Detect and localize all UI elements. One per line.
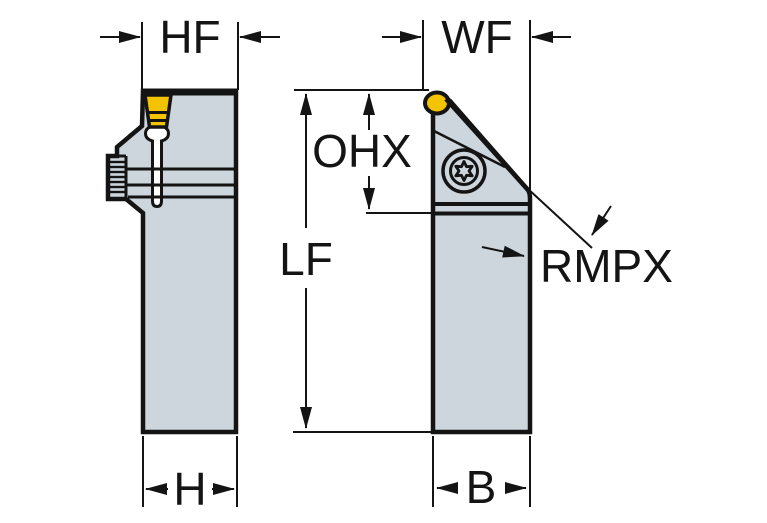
right-view-front bbox=[423, 90, 533, 435]
dimension-label-lf: LF bbox=[279, 233, 333, 285]
round-insert-nose bbox=[423, 90, 451, 116]
dimension-ohx: OHX bbox=[312, 93, 432, 214]
torx-screw bbox=[441, 148, 487, 194]
right-view-body bbox=[430, 92, 533, 435]
cutting-edge bbox=[444, 97, 531, 193]
serration-block bbox=[108, 154, 128, 199]
dimension-wf: WF bbox=[382, 11, 571, 192]
clamp-screw-slot bbox=[143, 123, 171, 209]
cutting-edge-extension bbox=[526, 187, 593, 249]
dimension-rmpx: RMPX bbox=[481, 187, 673, 292]
insert-side-view bbox=[142, 93, 174, 129]
dimension-label-hf: HF bbox=[159, 11, 220, 63]
dimension-lf: LF bbox=[279, 93, 432, 433]
dimension-hf: HF bbox=[100, 11, 280, 90]
dimension-label-b: B bbox=[466, 461, 497, 513]
dimension-label-rmpx: RMPX bbox=[540, 240, 673, 292]
left-view-side bbox=[105, 88, 239, 435]
dimension-label-h: H bbox=[173, 463, 206, 515]
dimension-h: H bbox=[142, 436, 238, 515]
dimension-b: B bbox=[432, 436, 531, 513]
left-view-body bbox=[105, 88, 239, 435]
dimension-label-ohx: OHX bbox=[312, 125, 412, 177]
dimension-label-wf: WF bbox=[441, 11, 513, 63]
